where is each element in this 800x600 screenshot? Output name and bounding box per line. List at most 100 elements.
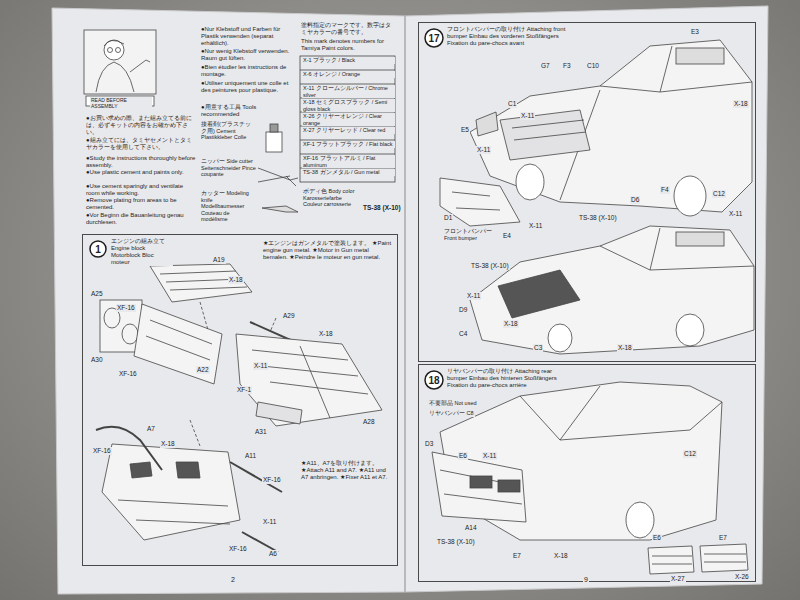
part-label: A19 bbox=[212, 256, 226, 264]
part-label: TS-38 (X-10) bbox=[362, 204, 402, 212]
part-label: X-11 bbox=[528, 222, 543, 230]
part-label: E7 bbox=[718, 534, 728, 542]
part-label: XF-16 bbox=[228, 545, 248, 553]
part-label: C10 bbox=[586, 62, 600, 70]
part-label: A30 bbox=[90, 356, 104, 364]
note-text: フロントバンパー Front bumper bbox=[443, 228, 493, 241]
part-label: X-26 bbox=[734, 573, 750, 581]
note-text: ニッパー Side cutter Seitenschneider Pince c… bbox=[200, 158, 257, 178]
part-label: XF-16 bbox=[116, 304, 136, 312]
part-label: TS-38 (X-10) bbox=[470, 262, 510, 270]
part-label: C4 bbox=[458, 330, 468, 338]
part-label: F4 bbox=[660, 186, 670, 194]
line-art bbox=[84, 30, 754, 574]
part-label: A28 bbox=[362, 418, 376, 426]
step-number: 1 bbox=[89, 240, 107, 258]
note-text: ●Nur Klebstoff und Farben für Plastik ve… bbox=[200, 26, 297, 47]
note-text: ●組み立てには、タミヤセメントとタミヤカラーを使用して下さい。 bbox=[85, 137, 197, 151]
part-label: G7 bbox=[540, 62, 551, 70]
note-text: 接着剤(プラスチック用) Cement Plastikkleber Colle bbox=[200, 121, 257, 141]
part-label: X-11 bbox=[728, 210, 743, 218]
part-label: E6 bbox=[652, 534, 662, 542]
part-label: X-11 bbox=[476, 146, 491, 154]
part-label: X-18 bbox=[553, 552, 569, 560]
part-label: C3 bbox=[533, 344, 543, 352]
note-text: ●Use cement sparingly and ventilate room… bbox=[85, 183, 197, 197]
part-label: X-18 bbox=[318, 330, 334, 338]
note-text: X-26 クリヤーオレンジ / Clear orange bbox=[302, 113, 395, 126]
step-number-text: 1 bbox=[95, 244, 101, 255]
note-text: ●Bien étudier les instructions de montag… bbox=[200, 64, 297, 78]
page-number: 9 bbox=[583, 576, 589, 584]
note-text: TS-38 ガンメタル / Gun metal bbox=[302, 169, 395, 176]
step-number: 17 bbox=[424, 28, 444, 48]
part-label: A6 bbox=[268, 550, 278, 558]
part-label: A29 bbox=[282, 312, 296, 320]
left-page bbox=[52, 8, 405, 594]
note-text: XF-16 フラットアルミ / Flat aluminum bbox=[302, 155, 395, 168]
part-label: A25 bbox=[90, 290, 104, 298]
note-text: This mark denotes numbers for Tamiya Pai… bbox=[300, 38, 397, 52]
part-label: F3 bbox=[562, 62, 572, 70]
note-text: XF-1 フラットブラック / Flat black bbox=[302, 141, 395, 148]
step-number-text: 18 bbox=[428, 375, 439, 386]
note-text: ●Vor Beginn die Bauanleitung genau durch… bbox=[85, 212, 197, 226]
note-text: ●Remove plating from areas to be cemente… bbox=[85, 197, 197, 211]
part-label: X-18 bbox=[617, 344, 633, 352]
part-label: A14 bbox=[464, 524, 478, 532]
step-number-text: 17 bbox=[428, 33, 439, 44]
note-text: X-6 オレンジ / Orange bbox=[302, 71, 395, 78]
part-label: E3 bbox=[690, 28, 700, 36]
page-number: 2 bbox=[230, 576, 236, 584]
part-label: XF-16 bbox=[92, 447, 112, 455]
note-text: ★エンジンはガンメタルで塗装します。 ★Paint engine gun met… bbox=[262, 240, 396, 261]
part-label: X-18 bbox=[503, 320, 519, 328]
part-label: X-11 bbox=[466, 292, 481, 300]
note-text: カッター Modeling knife Modellbaumesser Cout… bbox=[200, 190, 257, 223]
part-label: D9 bbox=[458, 306, 468, 314]
part-label: A11 bbox=[244, 452, 257, 460]
part-label: TS-38 (X-10) bbox=[436, 538, 476, 546]
note-text: ●Study the instructions thoroughly befor… bbox=[85, 155, 197, 169]
part-label: X-11 bbox=[482, 452, 497, 460]
step-number: 18 bbox=[424, 370, 444, 390]
note-text: X-11 クロームシルバー / Chrome silver bbox=[302, 85, 395, 98]
part-label: E5 bbox=[460, 126, 470, 134]
note-text: X-18 セミグロスブラック / Semi gloss black bbox=[302, 99, 395, 112]
part-label: X-11 bbox=[253, 362, 268, 370]
right-page bbox=[405, 6, 768, 592]
note-text: READ BEFORE ASSEMBLY bbox=[90, 97, 152, 109]
note-text: ●Use plastic cement and paints only. bbox=[85, 169, 197, 176]
part-label: E4 bbox=[502, 232, 512, 240]
part-label: XF-1 bbox=[236, 386, 252, 394]
note-text: X-27 クリヤーレッド / Clear red bbox=[302, 127, 395, 134]
part-label: A7 bbox=[146, 425, 156, 433]
part-label: TS-38 (X-10) bbox=[578, 214, 618, 222]
note-text: ボディ色 Body color Karosseriefarbe Couleur … bbox=[302, 188, 362, 208]
part-label: X-18 bbox=[228, 276, 244, 284]
note-text: X-1 ブラック / Black bbox=[302, 57, 395, 64]
part-label: A31 bbox=[254, 428, 268, 436]
part-label: E7 bbox=[512, 552, 522, 560]
part-label: C12 bbox=[683, 450, 697, 458]
part-label: D1 bbox=[443, 214, 453, 222]
step-title: エンジンの組み立て Engine block Motorblock Bloc m… bbox=[111, 238, 173, 266]
step-title: リヤバンパーの取り付け Attaching rear bumper Einbau… bbox=[447, 368, 567, 389]
part-label: XF-16 bbox=[262, 476, 282, 484]
step-panel: フロントバンパーの取り付け Attaching front bumper Ein… bbox=[418, 22, 756, 362]
note-text: ●Nur wenig Klebstoff verwenden. Raum gut… bbox=[200, 48, 297, 62]
step-panel: リヤバンパーの取り付け Attaching rear bumper Einbau… bbox=[418, 364, 756, 582]
part-label: C12 bbox=[712, 190, 726, 198]
note-text: ●用意する工具 Tools recommended bbox=[200, 104, 297, 118]
part-label: X-27 bbox=[670, 575, 686, 583]
part-label: E6 bbox=[458, 452, 468, 460]
part-label: A22 bbox=[196, 366, 210, 374]
part-label: X-18 bbox=[733, 100, 749, 108]
note-text: リヤバンパー C8 bbox=[428, 410, 475, 417]
part-label: XF-16 bbox=[118, 370, 138, 378]
part-label: X-11 bbox=[262, 518, 277, 526]
step-panel: エンジンの組み立て Engine block Motorblock Bloc m… bbox=[82, 234, 398, 566]
step-title: フロントバンパーの取り付け Attaching front bumper Ein… bbox=[447, 26, 567, 47]
